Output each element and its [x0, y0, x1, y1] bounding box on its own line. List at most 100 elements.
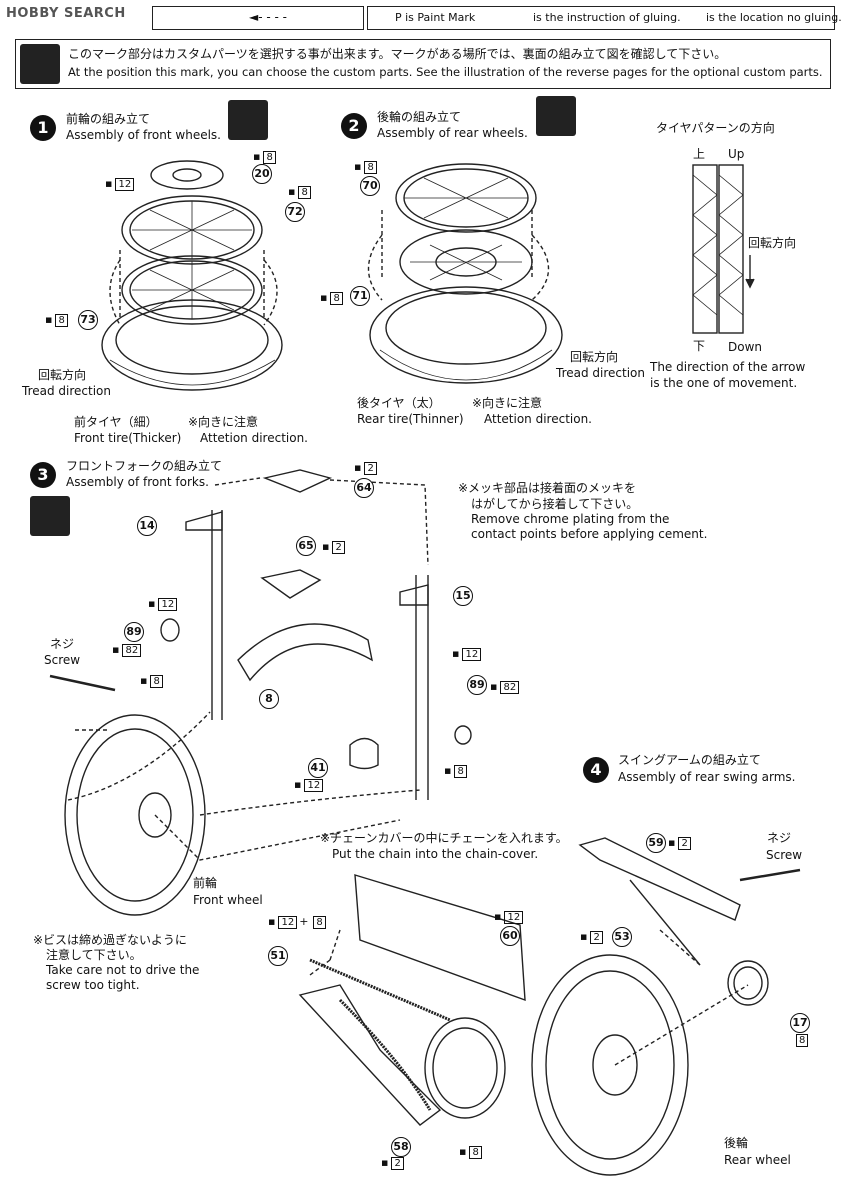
part-20: 20 [252, 164, 272, 184]
step3-title-jp: フロントフォークの組み立て [66, 459, 223, 473]
step4-chain-en: Put the chain into the chain-cover. [332, 847, 539, 861]
part-89a: 89 [124, 622, 144, 642]
step3-screw-jp: ネジ [50, 637, 75, 651]
step4-chain-jp: ※チェーンカバーの中にチェーンを入れます。 [320, 831, 568, 845]
tire-up-jp: 上 [693, 147, 706, 161]
step2-attn-en: Attetion direction. [484, 412, 592, 426]
step1-title-en: Assembly of front wheels. [66, 128, 221, 142]
part-65: 65 [296, 536, 316, 556]
front-wheel-jp: 前輪 [193, 876, 218, 890]
step1-tread-jp: 回転方向 [38, 368, 87, 382]
plus-sign: + [299, 915, 309, 928]
step1-paint-8c: ▪8 [45, 313, 68, 327]
part-41: 41 [308, 758, 328, 778]
step2-tread-en: Tread direction [556, 366, 645, 380]
step3-paint-12b: ▪12 [452, 647, 482, 661]
part-70: 70 [360, 176, 380, 196]
step2-number: 2 [341, 113, 367, 139]
wrench-icon [20, 44, 60, 84]
tire-up-en: Up [728, 147, 745, 161]
front-fork-drawing [49, 469, 472, 916]
rear-wheel-jp: 後輪 [724, 1136, 749, 1150]
step4-paint-8a: 8 [793, 1033, 809, 1047]
step1-number: 1 [30, 115, 56, 141]
tire-pattern-title: タイヤパターンの方向 [656, 121, 775, 135]
step3-paint-82b: ▪82 [490, 680, 520, 694]
part-72: 72 [285, 202, 305, 222]
step2-title-en: Assembly of rear wheels. [377, 126, 528, 140]
part-71: 71 [350, 286, 370, 306]
step3-title-en: Assembly of front forks. [66, 475, 209, 489]
header-left-arrow: ◄- - - - [249, 10, 287, 24]
tire-rotation-jp: 回転方向 [748, 236, 797, 250]
part-73: 73 [78, 310, 98, 330]
step3-chrome-en1: Remove chrome plating from the [471, 512, 670, 526]
step4-paint-2a: ▪2 [668, 836, 691, 850]
step3-paint-12a: ▪12 [148, 597, 178, 611]
step4-number: 4 [583, 757, 609, 783]
front-wheel-assembly-drawing [101, 160, 283, 391]
step4-caution-en1: Take care not to drive the [46, 963, 200, 977]
step2-tire-en: Rear tire(Thinner) [357, 412, 464, 426]
tire-down-jp: 下 [693, 339, 706, 353]
custom-parts-notice: このマーク部分はカスタムパーツを選択する事が出来ます。マークがある場所では、裏面… [15, 39, 831, 89]
wrench-icon [536, 96, 576, 136]
step4-screw-en: Screw [766, 848, 803, 862]
step4-paint-2b: ▪2 [580, 930, 603, 944]
step4-title-en: Assembly of rear swing arms. [618, 770, 796, 784]
step3-paint-2a: ▪2 [354, 461, 377, 475]
step4-paint-2c: ▪2 [381, 1156, 404, 1170]
part-58: 58 [391, 1137, 411, 1157]
step3-paint-8: ▪8 [140, 674, 163, 688]
step4-screw-jp: ネジ [767, 831, 792, 845]
tire-note-1: The direction of the arrow [650, 360, 806, 374]
rear-wheel-assembly-drawing [367, 163, 563, 384]
step1-paint-8b: ▪8 [288, 185, 311, 199]
step3-chrome-jp2: はがしてから接着して下さい。 [471, 497, 639, 511]
part-59: 59 [646, 833, 666, 853]
paint-mark-legend: P is Paint Mark [395, 11, 476, 24]
part-53: 53 [612, 927, 632, 947]
step3-chrome-jp1: ※メッキ部品は接着面のメッキを [458, 481, 637, 495]
step1-tire-jp: 前タイヤ（細） [74, 415, 158, 429]
part-60: 60 [500, 926, 520, 946]
step2-paint-8a: ▪8 [354, 160, 377, 174]
header-legend-box: P is Paint Mark is the instruction of gl… [367, 6, 842, 30]
step1-tread-en: Tread direction [22, 384, 111, 398]
notice-jp: このマーク部分はカスタムパーツを選択する事が出来ます。マークがある場所では、裏面… [68, 47, 727, 61]
step3-paint-12c: ▪12 [294, 778, 324, 792]
step2-tread-jp: 回転方向 [570, 350, 619, 364]
step2-tire-jp: 後タイヤ（太） [357, 396, 441, 410]
step2-title-jp: 後輪の組み立て [377, 110, 462, 124]
rear-wheel-en: Rear wheel [724, 1153, 791, 1167]
step3-number: 3 [30, 462, 56, 488]
step3-chrome-en2: contact points before applying cement. [471, 527, 708, 541]
step1-attn-jp: ※向きに注意 [188, 415, 259, 429]
wrench-icon [228, 100, 268, 140]
step2-paint-8b: ▪8 [320, 291, 343, 305]
step1-title-jp: 前輪の組み立て [66, 112, 151, 126]
part-17: 17 [790, 1013, 810, 1033]
wrench-icon [30, 496, 70, 536]
part-15: 15 [453, 586, 473, 606]
step4-paint-12b: ▪12 [494, 910, 524, 924]
step3-paint-8b: ▪8 [444, 764, 467, 778]
step1-tire-en: Front tire(Thicker) [74, 431, 182, 445]
step4-caution-jp2: 注意して下さい。 [46, 948, 142, 962]
step1-paint-8a: ▪8 [253, 150, 276, 164]
swing-arm-drawing [298, 837, 801, 1176]
front-wheel-en: Front wheel [193, 893, 263, 907]
part-64: 64 [354, 478, 374, 498]
tire-down-en: Down [728, 340, 763, 354]
part-8: 8 [259, 689, 279, 709]
part-14: 14 [137, 516, 157, 536]
step3-screw-en: Screw [44, 653, 81, 667]
step4-paint-12-plus-8: ▪12+8 [268, 915, 326, 929]
step4-title-jp: スイングアームの組み立て [618, 753, 761, 767]
glue-legend-text: is the instruction of gluing. [533, 11, 681, 24]
step4-caution-jp1: ※ビスは締め過ぎないように [33, 933, 187, 947]
step4-caution-en2: screw too tight. [46, 978, 140, 992]
step2-attn-jp: ※向きに注意 [472, 396, 543, 410]
step3-paint-2b: ▪2 [322, 540, 345, 554]
